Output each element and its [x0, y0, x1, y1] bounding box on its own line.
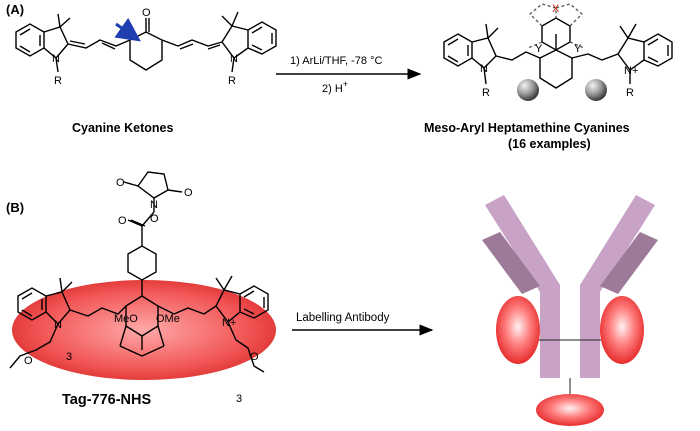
atom-n-cy-left: N	[480, 63, 488, 75]
red-highlight-ellipse	[12, 280, 276, 380]
dye-label-bottom	[536, 394, 604, 426]
left-caption: Cyanine Ketones	[72, 121, 173, 135]
dye-label-right	[600, 296, 644, 364]
atom-o-nhs-1: O	[116, 177, 125, 189]
nhs-ester-group	[123, 171, 183, 242]
atom-n-right: N	[230, 53, 238, 65]
arrow-top-text: 1) ArLi/THF, -78 °C	[290, 55, 382, 67]
tag-776-structure	[9, 242, 269, 373]
atom-o-nhs-2: O	[184, 187, 193, 199]
substituent-ball-right	[585, 79, 607, 101]
atom-r-cy-left: R	[482, 87, 490, 99]
atom-o-carbonyl: O	[118, 215, 127, 227]
atom-r-right: R	[228, 75, 236, 87]
right-caption-line2: (16 examples)	[508, 137, 591, 151]
atom-o-peg-left: O	[24, 355, 33, 367]
atom-ome-right: OMe	[156, 313, 180, 325]
atom-o-ketone: O	[142, 7, 151, 19]
arrow-bottom-text: 2) H+	[322, 79, 348, 95]
atom-x: X	[552, 3, 560, 15]
atom-nplus-cy-right: N+	[624, 65, 638, 77]
subscript-3-right: 3	[236, 393, 242, 405]
meso-aryl-cyanine-structure	[443, 3, 673, 89]
atom-y-left: Y	[535, 43, 543, 55]
atom-r-cy-right: R	[626, 87, 634, 99]
cyanine-ketone-structure	[15, 11, 277, 73]
compound-name: Tag-776-NHS	[62, 392, 151, 408]
substituent-ball-left	[517, 79, 539, 101]
subscript-3-left: 3	[66, 351, 72, 363]
atom-r-left: R	[54, 75, 62, 87]
labelling-arrow-text: Labelling Antibody	[296, 312, 390, 324]
antibody-illustration	[482, 195, 658, 398]
dye-label-left	[496, 296, 540, 364]
atom-meo-left: MeO	[114, 313, 138, 325]
atom-y-right: Y	[574, 43, 582, 55]
atom-n-left: N	[52, 53, 60, 65]
panel-a-label: (A)	[6, 2, 24, 17]
right-caption-line1: Meso-Aryl Heptamethine Cyanines	[424, 121, 630, 135]
panel-b-label: (B)	[6, 200, 24, 215]
atom-o-peg-right: O	[250, 351, 259, 363]
atom-o-ester: O	[150, 213, 159, 225]
atom-n-tag-left: N	[54, 319, 62, 331]
attack-arrow-icon	[114, 17, 141, 42]
atom-n-nhs: N	[150, 199, 158, 211]
atom-nplus-tag-right: N+	[222, 317, 236, 329]
